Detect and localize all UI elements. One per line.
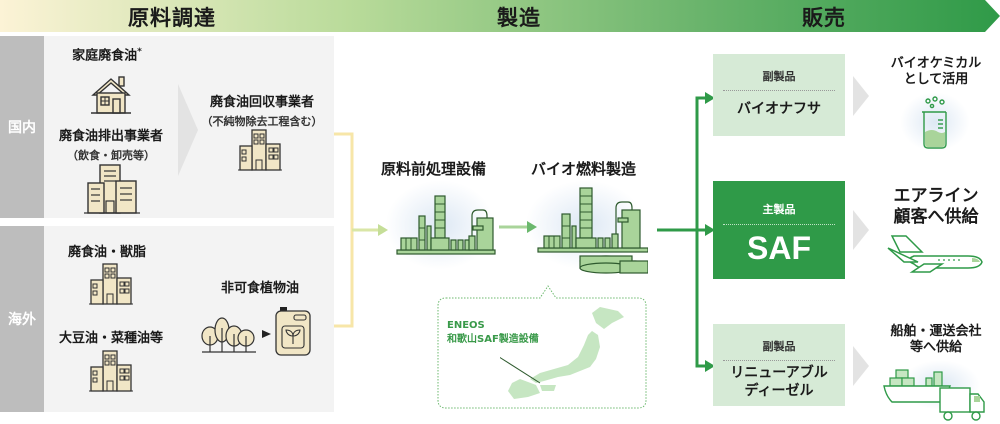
- divider: [723, 360, 835, 361]
- use-line: として活用: [903, 72, 969, 88]
- product-kind: 副製品: [762, 340, 796, 353]
- process-arrow: [499, 221, 537, 233]
- household-oil-label: 家庭廃食油*: [52, 47, 162, 65]
- region-tab-overseas: 海外: [0, 226, 44, 412]
- use-line: 等へ供給: [909, 340, 962, 356]
- divider: [723, 90, 835, 91]
- product-name: リニューアブル ディーゼル: [713, 364, 845, 400]
- flow-chevron-icon: [853, 210, 869, 250]
- stage-arrow-bar: [0, 0, 1000, 32]
- product-kind: 主製品: [762, 203, 796, 216]
- stage-label-sales: 販売: [802, 6, 846, 30]
- stage-label-manufacturing: 製造: [497, 6, 541, 30]
- refinery-icon: [537, 187, 648, 274]
- stage-label-procurement: 原料調達: [128, 6, 216, 30]
- product-name: バイオナフサ: [737, 101, 821, 117]
- japan-map-icon: [500, 307, 624, 399]
- location-label: ENEOS 和歌山SAF製造設備: [447, 319, 539, 346]
- oil-tank-icon: [275, 307, 311, 356]
- region-tab-label: 海外: [8, 312, 36, 328]
- building-icon: [89, 263, 133, 305]
- product-box-renewable-diesel: 副製品 リニューアブル ディーゼル: [713, 324, 845, 406]
- region-tab-label: 国内: [8, 120, 36, 136]
- use-line: 船舶・運送会社: [890, 324, 982, 339]
- business-emitter-sub: （飲食・卸売等）: [67, 149, 155, 162]
- stage-header-bar: 原料調達 製造 販売: [0, 0, 1000, 32]
- feed-bracket-connector: [334, 132, 388, 328]
- arrow-icon: [262, 330, 271, 338]
- soy-rapeseed-label: 大豆油・菜種油等: [58, 331, 163, 346]
- collector-label: 廃食油回収事業者: [209, 95, 314, 110]
- business-emitter-label: 廃食油排出事業者: [58, 129, 163, 144]
- building-icon: [238, 129, 282, 171]
- trees-icon: [201, 317, 256, 353]
- airplane-icon: [887, 235, 983, 273]
- product-box-saf: 主製品 SAF: [713, 181, 845, 279]
- use-line: バイオケミカル: [890, 56, 982, 71]
- product-name: SAF: [747, 230, 811, 266]
- waste-oil-fat-label: 廃食油・獣脂: [67, 245, 146, 260]
- product-kind: 副製品: [762, 70, 796, 83]
- collector-sub: （不純物除去工程含む）: [201, 115, 323, 128]
- use-line: エアライン: [893, 186, 979, 206]
- ship-truck-icon: [883, 369, 985, 421]
- product-box-bionaphtha: 副製品 バイオナフサ: [713, 54, 845, 136]
- flow-chevron-icon: [178, 84, 198, 176]
- plant-icon: [396, 195, 496, 255]
- flow-chevron-icon: [853, 346, 869, 386]
- office-building-icon: [84, 164, 140, 214]
- non-edible-oil-label: 非可食植物油: [220, 281, 299, 296]
- product-name-line: ディーゼル: [744, 383, 814, 400]
- footnote-mark: *: [137, 47, 142, 57]
- biofuel-label: バイオ燃料製造: [531, 160, 637, 178]
- use-label-shipping: 船舶・運送会社 等へ供給: [872, 324, 1000, 357]
- building-icon: [89, 350, 133, 392]
- distribution-connector: [657, 92, 715, 372]
- use-line: 顧客へ供給: [893, 207, 979, 228]
- use-label-biochemical: バイオケミカル として活用: [872, 56, 1000, 89]
- household-oil-text: 家庭廃食油: [72, 48, 138, 64]
- pretreatment-label: 原料前処理設備: [381, 160, 487, 178]
- flow-chevron-icon: [853, 76, 869, 116]
- product-name-line: リニューアブル: [730, 365, 828, 381]
- location-company: ENEOS: [447, 320, 485, 331]
- location-facility: 和歌山SAF製造設備: [447, 333, 539, 345]
- beaker-icon: [922, 96, 947, 149]
- divider: [723, 224, 835, 225]
- use-label-airline: エアライン 顧客へ供給: [872, 186, 1000, 229]
- region-tab-domestic: 国内: [0, 36, 44, 218]
- house-icon: [91, 76, 131, 114]
